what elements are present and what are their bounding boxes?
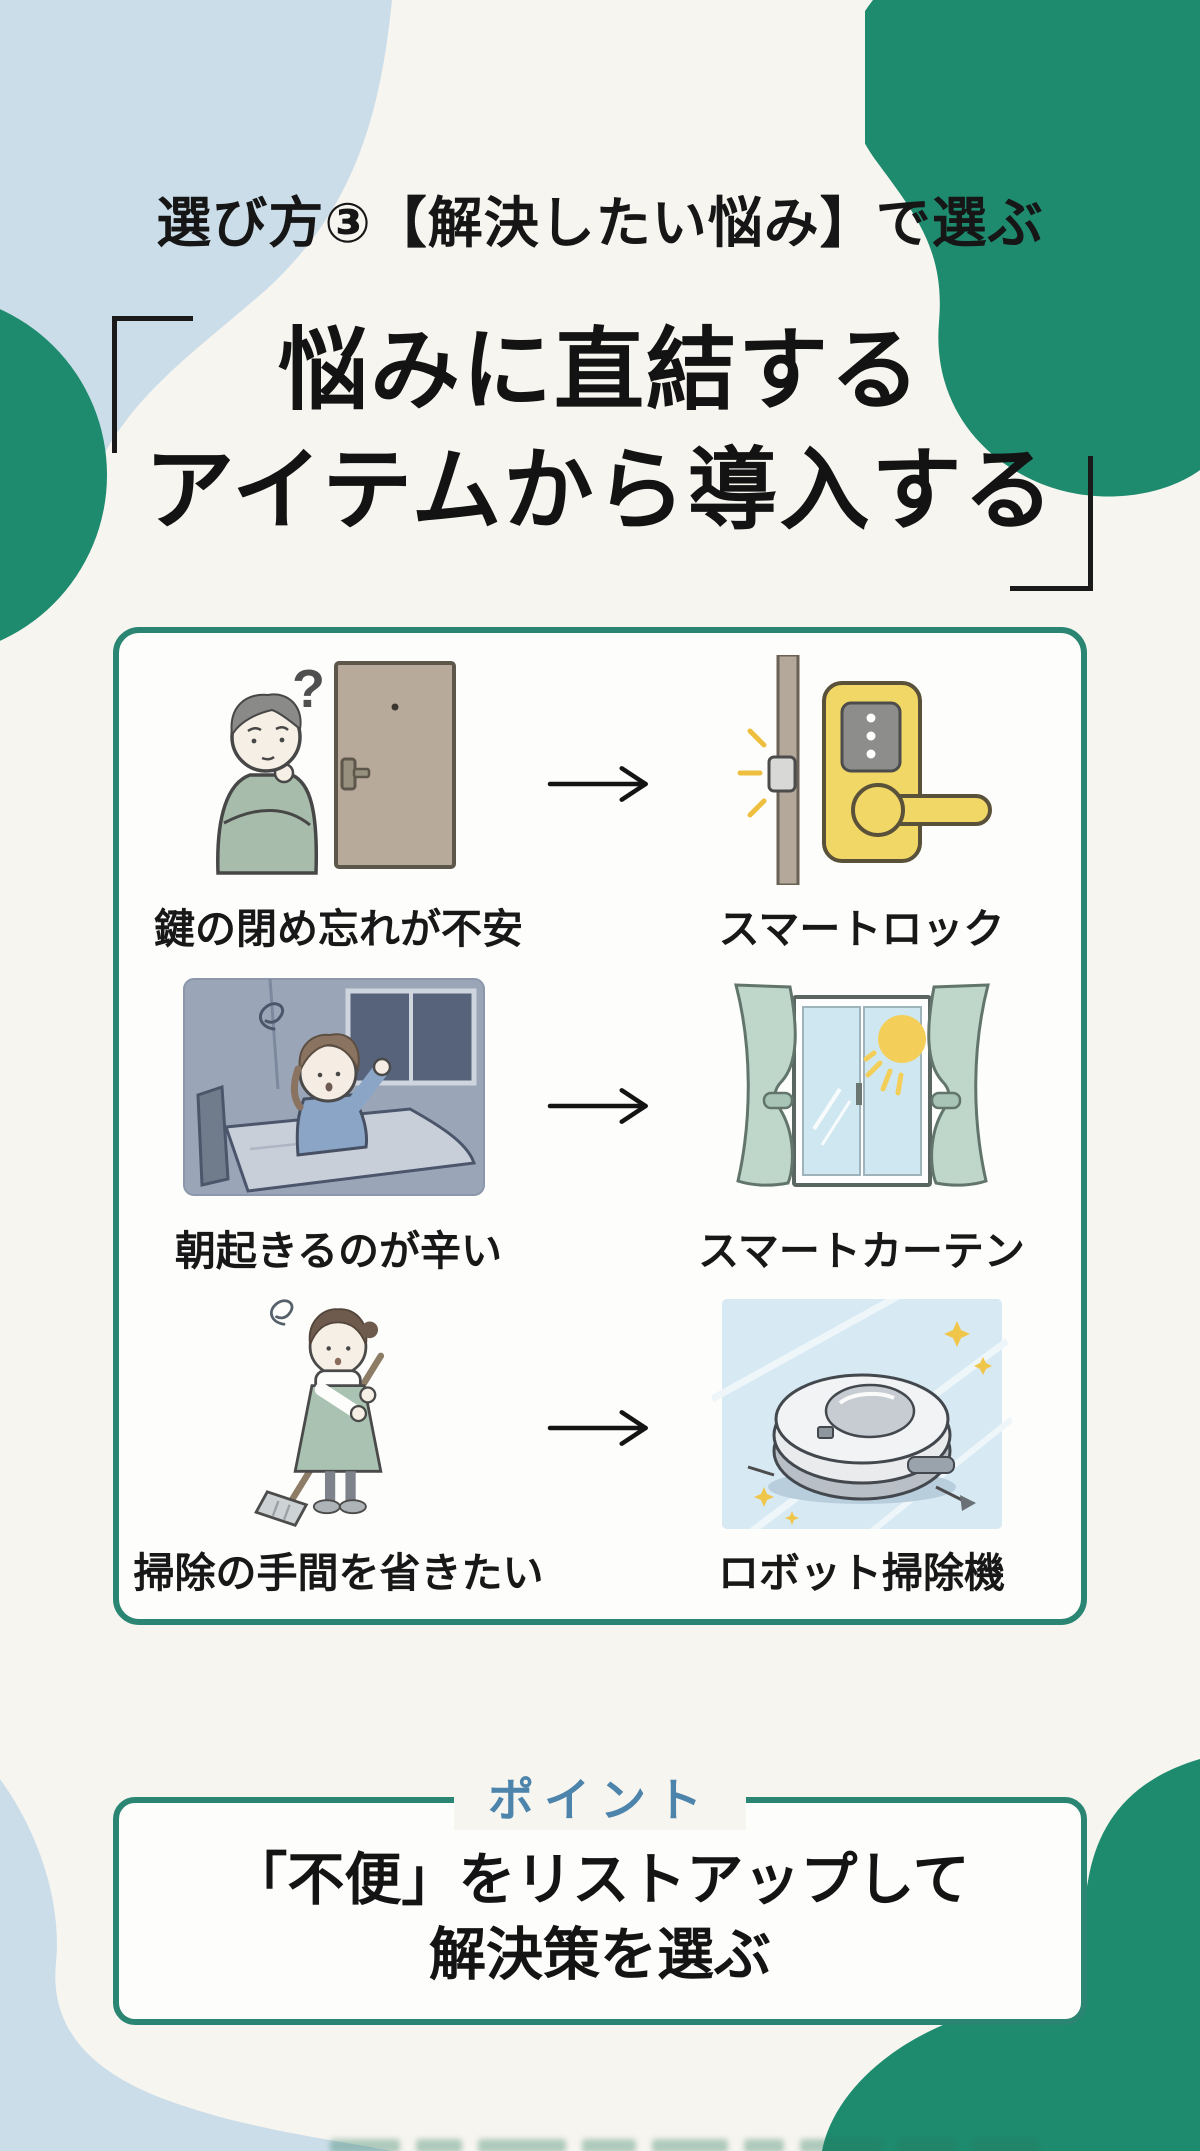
main-heading: 悩みに直結する アイテムから導入する	[0, 312, 1200, 551]
problem-cell: ? 鍵の閉め忘れが不安	[133, 653, 544, 955]
main-heading-line2: アイテムから導入する	[144, 440, 1056, 541]
robot-vacuum-illustration	[711, 1299, 1012, 1529]
comparison-row-lock: ? 鍵の閉め忘れが不安	[133, 643, 1067, 965]
worried-person-at-door-illustration: ?	[216, 659, 457, 875]
problem-label: 掃除の手間を省きたい	[133, 1550, 544, 1596]
problem-label: 朝起きるのが辛い	[174, 1228, 503, 1274]
point-text: 「不便」をリストアップして 解決策を選ぶ	[119, 1843, 1081, 1993]
solution-cell: スマートカーテン	[656, 975, 1067, 1277]
sweeping-woman-illustration	[254, 1299, 385, 1527]
right-arrow-icon	[547, 766, 648, 802]
right-arrow-icon	[547, 1410, 648, 1446]
solution-cell: ロボット掃除機	[656, 1297, 1067, 1599]
cutoff-text-ghost	[330, 2139, 1038, 2151]
solution-label: ロボット掃除機	[718, 1550, 1005, 1596]
page-title: 選び方③【解決したい悩み】で選ぶ	[156, 192, 1044, 254]
question-mark-icon: ?	[292, 659, 325, 719]
comparison-box: ? 鍵の閉め忘れが不安	[113, 627, 1087, 1625]
main-heading-line1: 悩みに直結する	[278, 321, 922, 421]
comparison-row-vacuum: 掃除の手間を省きたい	[133, 1287, 1067, 1609]
point-label: ポイント	[454, 1770, 746, 1830]
problem-label: 鍵の閉め忘れが不安	[153, 906, 523, 952]
point-text-line2: 解決策を選ぶ	[429, 1923, 771, 1988]
struggling-to-wake-up-illustration	[183, 978, 486, 1196]
problem-cell: 掃除の手間を省きたい	[133, 1297, 544, 1599]
solution-label: スマートカーテン	[698, 1228, 1025, 1274]
heading-bracket-top-left	[112, 316, 193, 453]
point-text-line1: 「不便」をリストアップして	[230, 1848, 970, 1912]
solution-cell: スマートロック	[656, 653, 1067, 955]
smart-lock-illustration	[737, 655, 992, 885]
smart-curtain-window-illustration	[733, 983, 990, 1187]
problem-cell: 朝起きるのが辛い	[133, 975, 544, 1277]
solution-label: スマートロック	[718, 906, 1005, 952]
right-arrow-icon	[547, 1088, 648, 1124]
comparison-row-curtain: 朝起きるのが辛い	[133, 965, 1067, 1287]
point-box: ポイント 「不便」をリストアップして 解決策を選ぶ	[113, 1770, 1087, 2025]
heading-bracket-bottom-right	[1010, 456, 1093, 591]
